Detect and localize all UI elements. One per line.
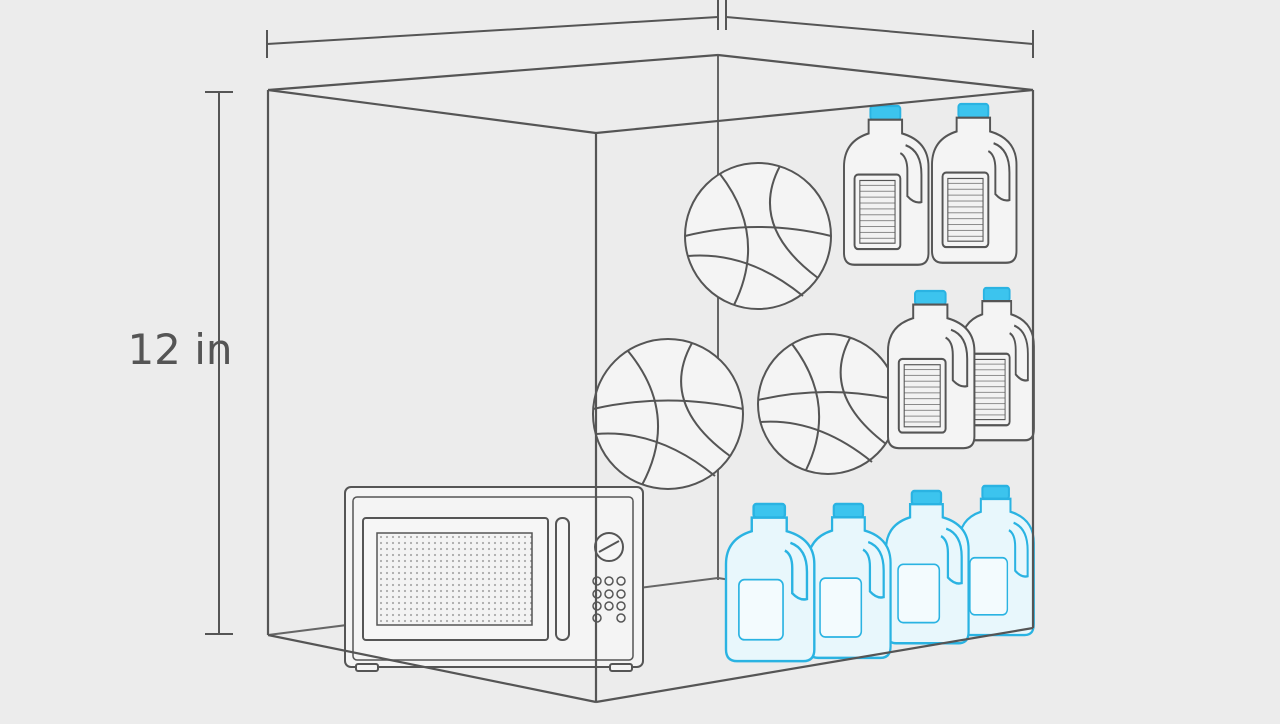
microwave (344, 486, 644, 672)
depth-dimension-line (725, 0, 1034, 58)
milk-jug-blue-4 (724, 502, 816, 663)
basketball-top (684, 162, 832, 310)
milk-jug-gray-2 (931, 102, 1018, 264)
basketball-left (592, 338, 744, 490)
height-label: 12 in (127, 325, 232, 374)
width-label: 12 in (395, 0, 495, 10)
basketball-right (757, 333, 899, 475)
height-dimension-line (205, 91, 233, 635)
cube-front-edges (266, 53, 1035, 704)
milk-jug-blue-2 (884, 489, 970, 645)
milk-jug-gray-3 (960, 286, 1035, 442)
milk-jug-blue-1 (957, 484, 1035, 637)
milk-jug-blue-3 (806, 502, 892, 660)
width-dimension-line (266, 0, 719, 58)
depth-label: 12 in (880, 0, 980, 10)
milk-jug-gray-4 (887, 289, 976, 450)
milk-jug-gray-1 (843, 104, 930, 266)
